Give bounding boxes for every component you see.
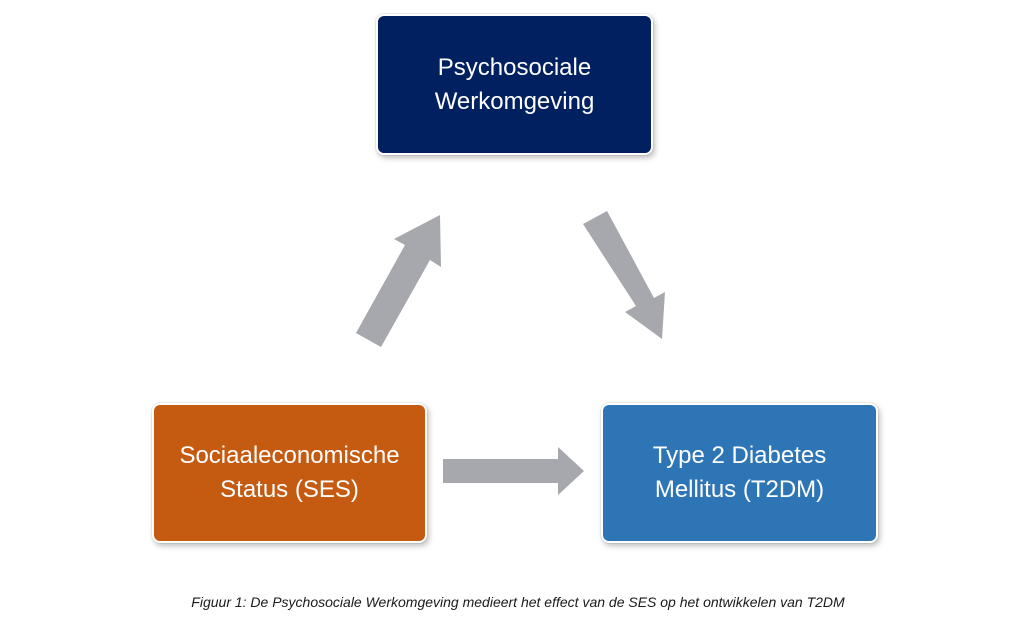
- node-label-line1: Type 2 Diabetes: [652, 442, 827, 469]
- node-sociaaleconomische-status: Sociaaleconomische Status (SES): [152, 403, 427, 543]
- node-label-line2: Mellitus (T2DM): [654, 476, 825, 503]
- node-label-line1: Psychosociale: [437, 53, 592, 81]
- arrow-psychosociale-to-t2dm: [583, 211, 665, 339]
- node-label-line1: Sociaaleconomische: [179, 442, 400, 469]
- node-label-line2: Werkomgeving: [434, 87, 595, 115]
- node-label-line2: Status (SES): [220, 476, 359, 503]
- figure-caption: Figuur 1: De Psychosociale Werkomgeving …: [191, 594, 845, 610]
- arrow-ses-to-t2dm: [443, 447, 584, 495]
- node-psychosociale-werkomgeving: Psychosociale Werkomgeving: [376, 14, 653, 155]
- node-type2-diabetes-mellitus: Type 2 Diabetes Mellitus (T2DM): [601, 403, 878, 543]
- arrow-ses-to-psychosociale: [356, 215, 441, 347]
